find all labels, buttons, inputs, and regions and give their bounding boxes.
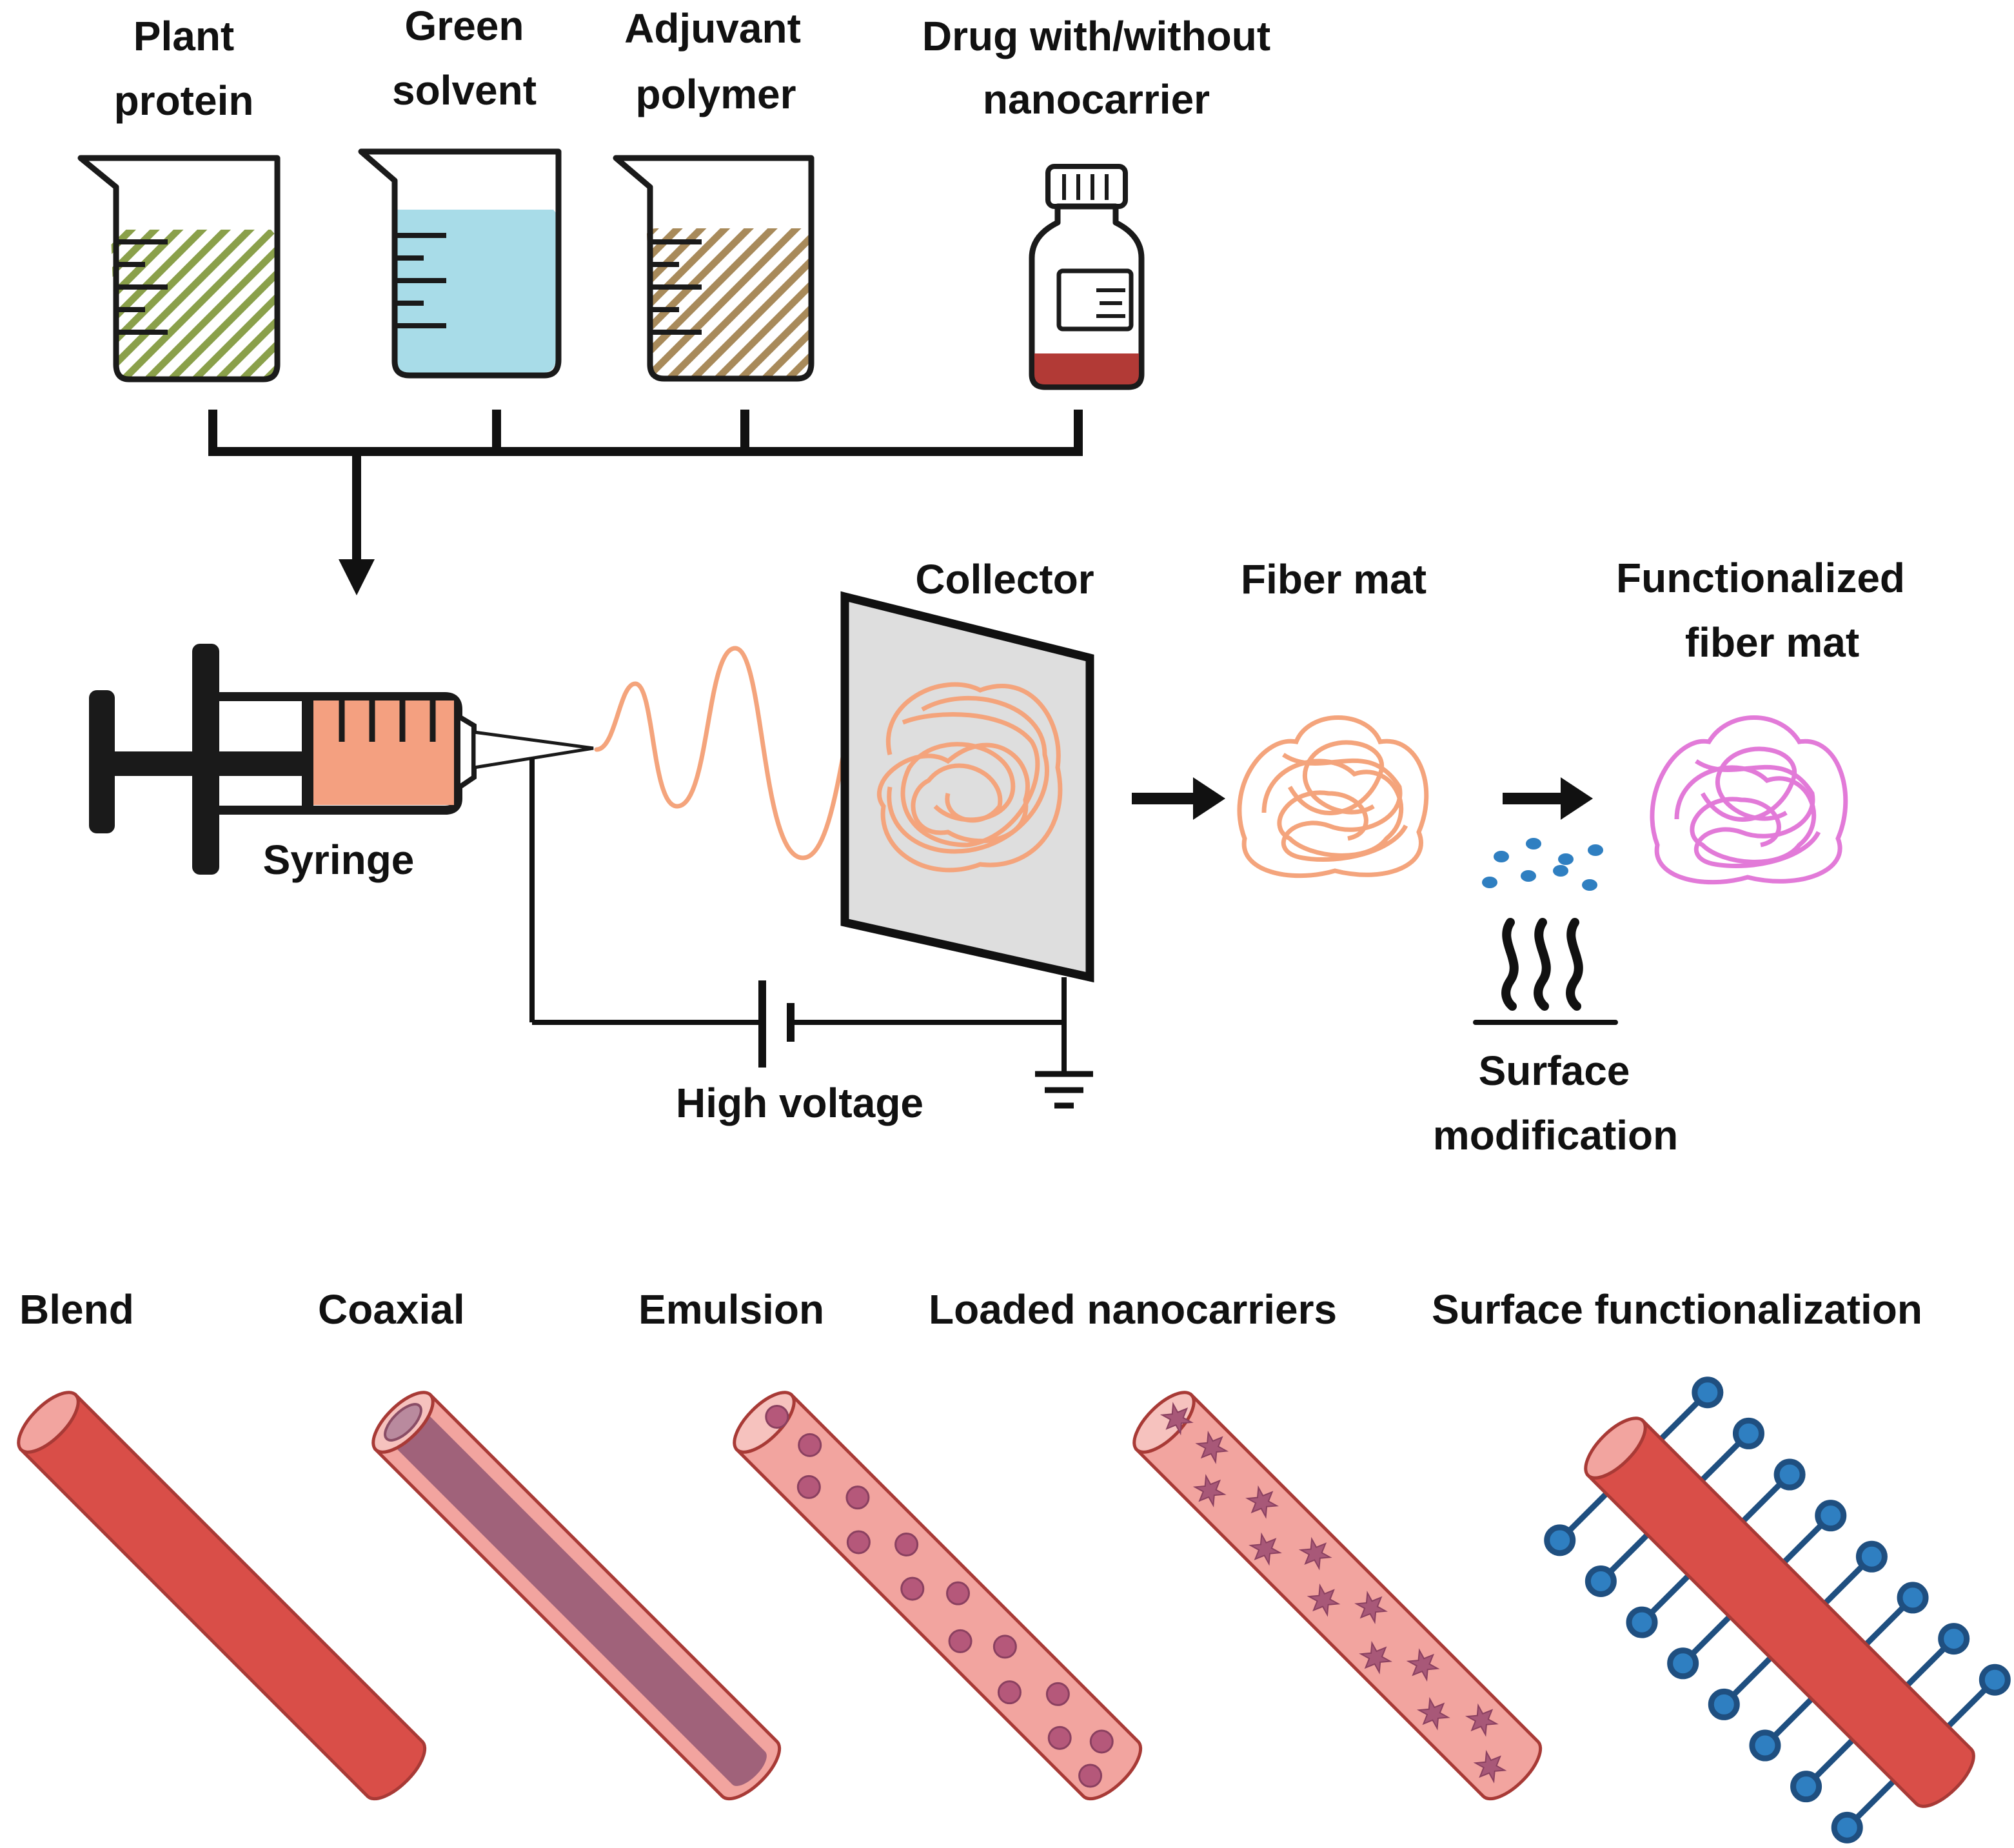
core-shell-fiber-icon <box>371 1391 782 1801</box>
arrow-to-fiber-mat <box>1132 777 1225 820</box>
collected-fibers <box>877 682 1063 873</box>
fiber-type-label-coaxial: Coaxial <box>318 1286 465 1333</box>
dotted-fiber-icon <box>733 1391 1143 1801</box>
adjuvant-polymer-label-line2: polymer <box>636 71 796 117</box>
mixing-connector <box>208 410 1083 595</box>
battery-symbol-icon <box>758 980 795 1068</box>
arrow-to-functionalized <box>1503 777 1593 820</box>
solid-fiber-icon <box>17 1391 427 1801</box>
drug-label-line2: nanocarrier <box>983 76 1210 123</box>
ground-symbol-icon <box>1035 1071 1093 1109</box>
grafted-fiber-icon <box>1544 1376 2011 1843</box>
modifier-droplets-icon <box>1482 838 1603 891</box>
green-solvent-label-line2: solvent <box>392 67 537 114</box>
beaker-blue-liquid-icon <box>358 148 562 379</box>
fiber-type-label-emulsion: Emulsion <box>638 1286 824 1333</box>
heat-waves-icon <box>1473 918 1618 1025</box>
adjuvant-polymer-label-line1: Adjuvant <box>624 5 801 52</box>
functionalized-label-line1: Functionalized <box>1616 555 1905 601</box>
functionalized-label-line2: fiber mat <box>1685 619 1859 666</box>
green-solvent-label-line1: Green <box>405 3 524 49</box>
fiber-type-label-blend: Blend <box>19 1286 134 1333</box>
functionalized-fiber-mat-icon <box>1650 715 1848 885</box>
drug-bottle-icon <box>1029 164 1145 390</box>
high-voltage-circuit <box>529 758 1067 1074</box>
fiber-mat-label: Fiber mat <box>1241 556 1427 602</box>
fiber-mat-icon <box>1237 715 1429 879</box>
beaker-hatched-brown-icon <box>613 155 814 382</box>
high-voltage-label: High voltage <box>676 1080 923 1126</box>
star-loaded-fiber-icon <box>1132 1391 1543 1801</box>
plant-protein-label-line1: Plant <box>133 13 234 59</box>
syringe-icon <box>89 644 594 875</box>
collector-label: Collector <box>915 556 1094 602</box>
syringe-label: Syringe <box>263 837 415 883</box>
plant-protein-label-line2: protein <box>114 77 254 124</box>
drug-label-line1: Drug with/without <box>922 13 1270 59</box>
beaker-hatched-green-icon <box>77 155 281 383</box>
fiber-type-label-surface-functionalization: Surface functionalization <box>1432 1286 1922 1333</box>
surface-modification-label-line2: modification <box>1433 1112 1678 1158</box>
surface-modification-label-line1: Surface <box>1479 1048 1630 1094</box>
fiber-type-label-loaded-nanocarriers: Loaded nanocarriers <box>929 1286 1337 1333</box>
